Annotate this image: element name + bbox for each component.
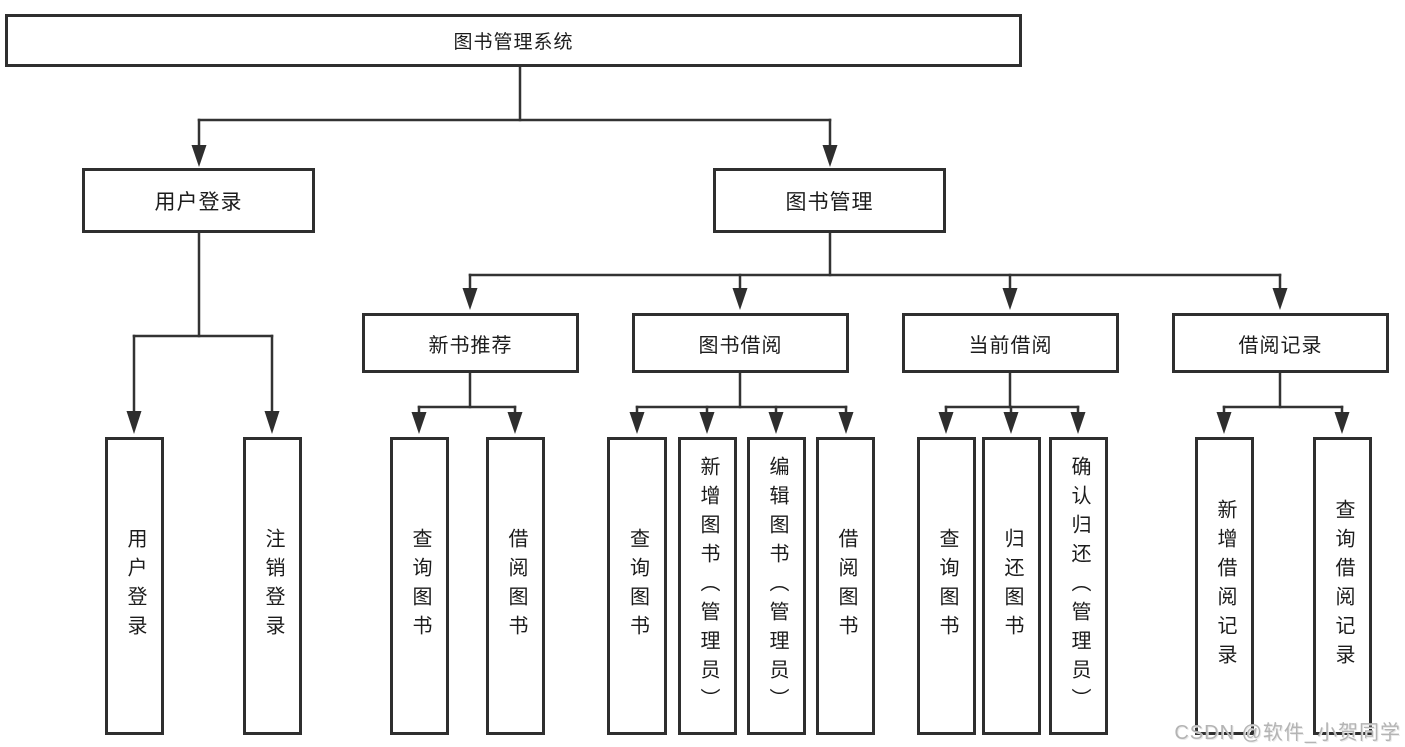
node-leaf-query-borrow-record: 查询借阅记录 <box>1313 437 1372 735</box>
node-label: 新增图书（管理员） <box>697 455 719 717</box>
node-new-book-recommend: 新书推荐 <box>362 313 579 373</box>
node-leaf-edit-books-admin: 编辑图书（管理员） <box>747 437 806 735</box>
connector-root-to-level2 <box>191 64 838 167</box>
node-label: 编辑图书（管理员） <box>766 455 788 717</box>
node-label: 用户登录 <box>154 190 243 214</box>
node-leaf-query-books-current: 查询图书 <box>917 437 976 735</box>
node-label: 当前借阅 <box>968 334 1053 357</box>
node-label: 归还图书 <box>1001 528 1023 644</box>
node-leaf-logout: 注销登录 <box>243 437 302 735</box>
node-label: 用户登录 <box>124 528 146 644</box>
node-label: 借阅图书 <box>505 528 527 644</box>
node-leaf-user-login: 用户登录 <box>105 437 164 735</box>
node-label: 图书借阅 <box>698 334 783 357</box>
connector-current-borrow-to-leaves <box>938 371 1086 434</box>
connector-book-management-to-level3 <box>462 231 1288 310</box>
node-book-management: 图书管理 <box>713 168 946 233</box>
node-leaf-borrow-books-recommend: 借阅图书 <box>486 437 545 735</box>
node-label: 确认归还（管理员） <box>1068 455 1090 717</box>
node-leaf-add-borrow-record: 新增借阅记录 <box>1195 437 1254 735</box>
node-leaf-add-books-admin: 新增图书（管理员） <box>678 437 737 735</box>
csdn-watermark: CSDN @软件_小贺同学 <box>1174 722 1401 744</box>
node-label: 查询图书 <box>626 528 649 644</box>
node-label: 借阅图书 <box>835 528 857 644</box>
node-label: 注销登录 <box>262 528 284 644</box>
node-label: 新书推荐 <box>428 334 513 357</box>
node-label: 查询图书 <box>936 528 958 644</box>
node-leaf-return-books: 归还图书 <box>982 437 1041 735</box>
node-library-management-system: 图书管理系统 <box>5 14 1022 67</box>
node-label: 借阅记录 <box>1238 334 1323 357</box>
node-leaf-confirm-return-admin: 确认归还（管理员） <box>1049 437 1108 735</box>
node-label: 图书管理系统 <box>453 32 574 53</box>
node-leaf-query-books-borrow: 查询图书 <box>607 437 667 735</box>
node-label: 图书管理 <box>785 190 874 214</box>
node-label: 新增借阅记录 <box>1214 499 1236 673</box>
connector-borrow-records-to-leaves <box>1216 371 1350 434</box>
node-leaf-borrow-books: 借阅图书 <box>816 437 875 735</box>
connector-book-borrow-to-leaves <box>629 371 854 434</box>
node-user-login: 用户登录 <box>82 168 315 233</box>
node-label: 查询图书 <box>409 528 431 644</box>
node-leaf-query-books-recommend: 查询图书 <box>390 437 449 735</box>
node-label: 查询借阅记录 <box>1332 499 1354 673</box>
node-book-borrow: 图书借阅 <box>632 313 849 373</box>
node-current-borrow: 当前借阅 <box>902 313 1119 373</box>
connector-new-book-recommend-to-leaves <box>411 371 523 434</box>
node-borrow-records: 借阅记录 <box>1172 313 1389 373</box>
connector-user-login-to-leaves <box>126 231 280 434</box>
